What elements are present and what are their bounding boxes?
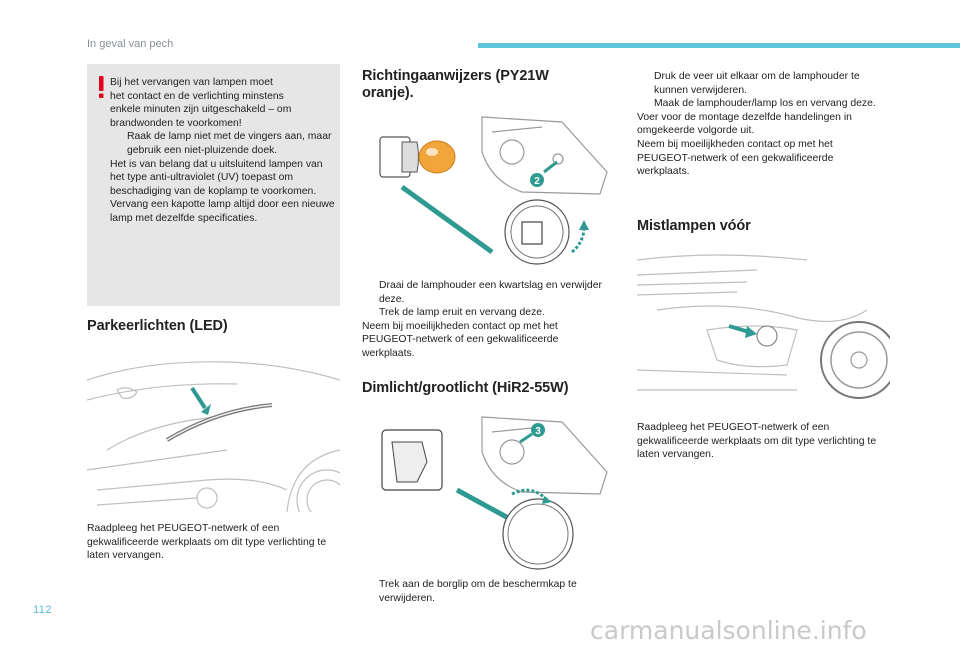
mist-text: Raadpleeg het PEUGEOT-netwerk of een gek… bbox=[637, 422, 877, 461]
richting-bullet: Trek de lamp eruit en vervang deze. bbox=[362, 306, 602, 320]
col3-paragraph: Voer voor de montage dezelfde handelinge… bbox=[637, 111, 852, 137]
col3-bullet: Druk de veer uit elkaar om de lamphouder… bbox=[637, 70, 887, 97]
warning-bullet: Raak de lamp niet met de vingers aan, ma… bbox=[110, 130, 335, 157]
richting-text: Draai de lamphouder een kwartslag en ver… bbox=[362, 279, 602, 361]
indicator-lamp-illustration: 2 bbox=[379, 116, 608, 265]
warning-paragraph-2: Vervang een kapotte lamp altijd door een… bbox=[110, 199, 335, 224]
col3-text: Druk de veer uit elkaar om de lamphouder… bbox=[637, 70, 887, 179]
warning-line: brandwonden te voorkomen! bbox=[110, 117, 242, 129]
warning-line: het contact en de verlichting minstens bbox=[110, 90, 284, 102]
col3-bullet-text: Druk de veer uit elkaar om de lamphouder… bbox=[654, 71, 860, 96]
warning-line: Bij het vervangen van lampen moet bbox=[110, 77, 273, 88]
warning-bullet-text: Raak de lamp niet met de vingers aan, ma… bbox=[127, 131, 332, 156]
heading-dimlicht: Dimlicht/grootlicht (HiR2-55W) bbox=[362, 380, 569, 396]
watermark: carmanualsonline.info bbox=[590, 616, 867, 645]
heading-parkeerlichten: Parkeerlichten (LED) bbox=[87, 318, 228, 334]
warning-line: enkele minuten zijn uitgeschakeld – om bbox=[110, 104, 292, 116]
richting-bullet: Draai de lamphouder een kwartslag en ver… bbox=[362, 279, 602, 306]
parking-light-illustration bbox=[87, 361, 340, 512]
parkeer-text: Raadpleeg het PEUGEOT-netwerk of een gek… bbox=[87, 523, 327, 562]
warning-exclamation-icon bbox=[99, 76, 104, 98]
section-label: In geval van pech bbox=[87, 38, 174, 50]
warning-text: Bij het vervangen van lampen moet het co… bbox=[110, 76, 335, 226]
richting-bullet-text: Draai de lamphouder een kwartslag en ver… bbox=[379, 280, 602, 305]
fog-lamp-illustration bbox=[637, 254, 890, 399]
bullet-symbol bbox=[637, 97, 654, 111]
step-label-2: 2 bbox=[534, 176, 540, 187]
page-number: 112 bbox=[33, 604, 53, 616]
richting-paragraph: Neem bij moeilijkheden contact op met he… bbox=[362, 320, 559, 359]
bullet-symbol bbox=[637, 70, 654, 97]
dimlicht-bullet: Trek aan de borglip om de beschermkap te… bbox=[362, 578, 607, 605]
heading-mistlampen: Mistlampen vóór bbox=[637, 218, 751, 234]
warning-box bbox=[87, 64, 340, 306]
warning-paragraph: Het is van belang dat u uitsluitend lamp… bbox=[110, 158, 323, 197]
col3-paragraph-2: Neem bij moeilijkheden contact op met he… bbox=[637, 138, 834, 178]
step-label-3: 3 bbox=[535, 426, 541, 437]
col3-bullet: Maak de lamphouder/lamp los en vervang d… bbox=[637, 97, 887, 111]
bullet-symbol bbox=[362, 578, 379, 605]
dimlicht-text: Trek aan de borglip om de beschermkap te… bbox=[362, 578, 607, 605]
richting-bullet-text: Trek de lamp eruit en vervang deze. bbox=[379, 307, 545, 319]
dimlicht-bullet-text: Trek aan de borglip om de beschermkap te… bbox=[379, 579, 577, 604]
bullet-symbol bbox=[362, 279, 379, 306]
bullet-symbol bbox=[110, 130, 127, 157]
bullet-symbol bbox=[362, 306, 379, 320]
headlamp-illustration: 3 bbox=[381, 416, 608, 570]
col3-bullet-text: Maak de lamphouder/lamp los en vervang d… bbox=[654, 98, 876, 110]
heading-richtingaanwijzers: Richtingaanwijzers (PY21W oranje). bbox=[362, 68, 549, 101]
header-accent-bar bbox=[478, 43, 960, 48]
